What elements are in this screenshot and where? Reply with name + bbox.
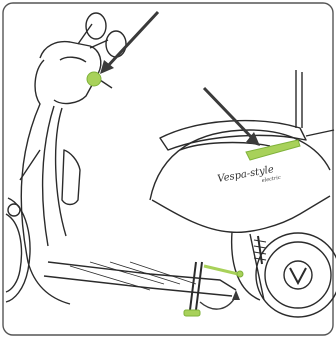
key-ignition-highlight-icon bbox=[87, 72, 101, 86]
panel-border bbox=[3, 3, 333, 335]
